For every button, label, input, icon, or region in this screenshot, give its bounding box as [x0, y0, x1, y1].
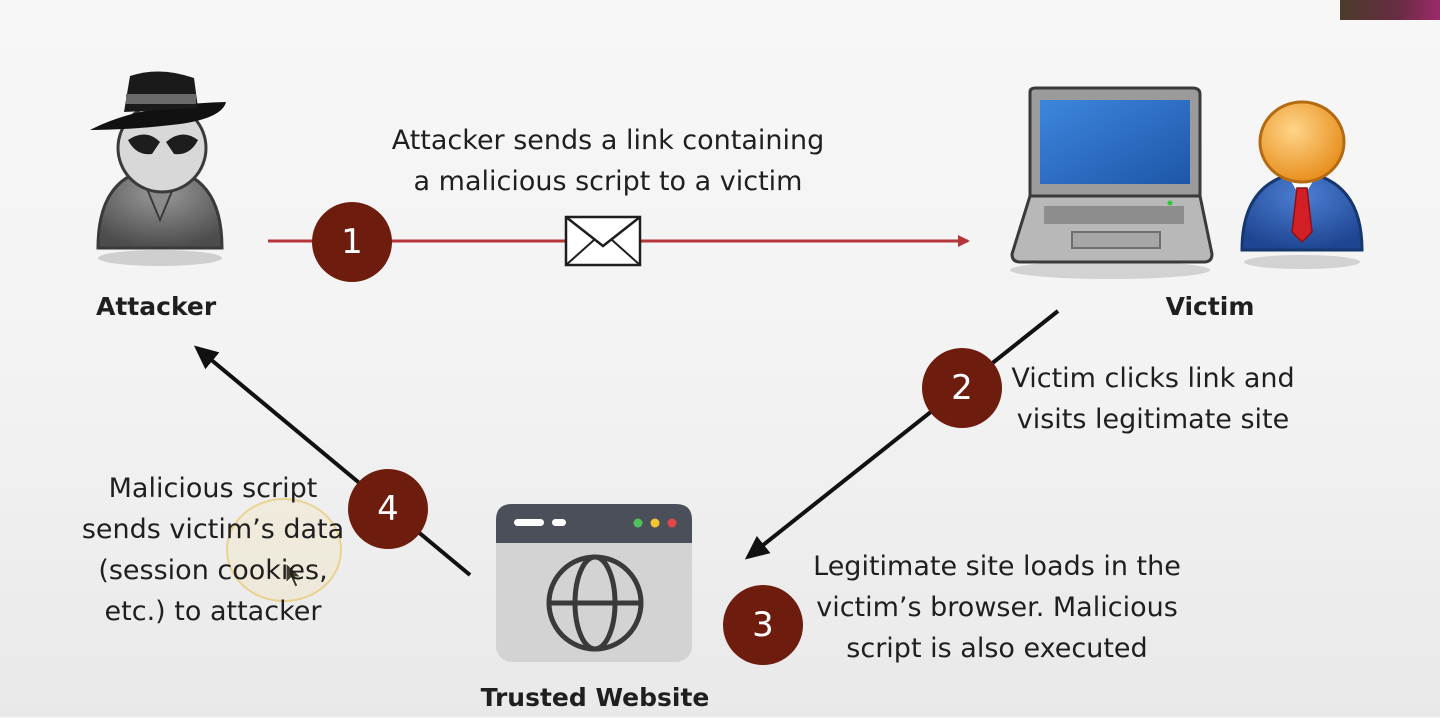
step-2-text: Victim clicks link and visits legitimate… — [1011, 363, 1295, 435]
step-4-text: Malicious script sends victim’s data (se… — [81, 473, 345, 627]
spy-icon — [90, 71, 226, 266]
webcam-thumbnail — [1340, 0, 1440, 20]
step-1-text: Attacker sends a link containing a malic… — [391, 125, 825, 197]
browser-icon — [496, 504, 692, 662]
step-1-badge: 1 — [312, 202, 392, 282]
visit-arrow — [744, 309, 1060, 560]
step-3-badge: 3 — [723, 585, 803, 665]
globe-icon — [546, 554, 644, 652]
envelope-icon — [564, 215, 642, 267]
website-label: Trusted Website — [480, 683, 710, 712]
exfil-arrow — [193, 345, 472, 577]
step-4-badge: 4 — [348, 469, 428, 549]
step-2-badge: 2 — [922, 348, 1002, 428]
attacker-label: Attacker — [96, 292, 217, 321]
laptop-icon — [1010, 86, 1214, 279]
step-3-text: Legitimate site loads in the victim’s br… — [813, 551, 1181, 664]
victim-label: Victim — [1165, 292, 1255, 321]
user-icon — [1240, 100, 1364, 269]
cursor-highlight — [226, 498, 342, 602]
